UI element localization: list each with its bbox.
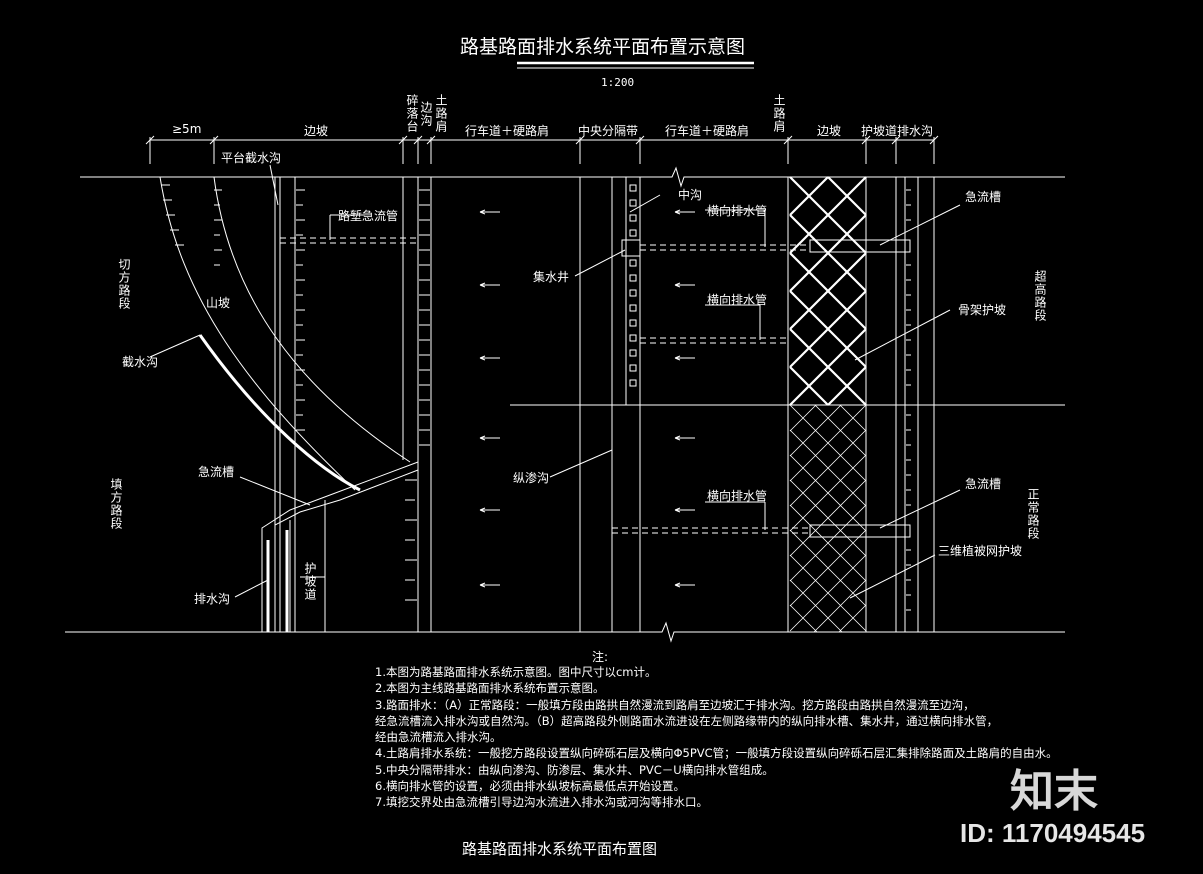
- fill-transition: [261, 177, 432, 632]
- label-fill-section: 填方路段: [109, 478, 123, 530]
- median-strip: [579, 177, 641, 632]
- label-transverse-pipe-1: 横向排水管: [707, 204, 768, 218]
- label-chute-left: 急流槽: [198, 465, 235, 479]
- note-item: 3.路面排水：（A）正常路段：一般填方段由路拱自然漫流到路肩至边坡汇于排水沟。挖…: [375, 697, 975, 712]
- flow-arrows: [479, 209, 695, 588]
- header-ge5m: ≥5m: [172, 122, 202, 136]
- label-catch-basin: 集水井: [533, 270, 570, 284]
- header-earth-shoulder-left: 土路肩: [434, 94, 448, 133]
- header-slope-right: 边坡: [817, 124, 842, 138]
- note-item: 7.填挖交界处由急流槽引导边沟水流进入排水沟或河沟等排水口。: [375, 795, 708, 810]
- label-transverse-pipe-3: 横向排水管: [707, 489, 768, 503]
- header-earth-shoulder-right: 土路肩: [772, 94, 786, 133]
- label-longitudinal-drain: 纵渗沟: [513, 471, 550, 485]
- note-item: 经急流槽流入排水沟或自然沟。（B）超高路段外侧路面水流进设在左侧路缘带内的纵向排…: [375, 713, 999, 728]
- label-intercepting-ditch: 截水沟: [122, 355, 159, 369]
- label-superelevation: 超高路段: [1033, 270, 1047, 322]
- note-item: 4.土路肩排水系统：一般挖方路段设置纵向碎砾石层及横向Φ5PVC管；一般填方段设…: [375, 746, 1058, 761]
- drawing-title: 路基路面排水系统平面布置示意图: [460, 36, 746, 58]
- label-skeleton-slope: 骨架护坡: [958, 303, 1007, 317]
- watermark-logo: 知末: [1010, 766, 1098, 817]
- label-drain-ditch-left: 排水沟: [194, 592, 231, 606]
- label-chute-right-2: 急流槽: [965, 477, 1002, 491]
- header-median: 中央分隔带: [578, 124, 639, 138]
- header-slope-left: 边坡: [304, 124, 329, 138]
- header-berm: 护坡道: [861, 124, 898, 138]
- label-platform-intercept: 平台截水沟: [221, 151, 282, 165]
- scale-label: 1:200: [601, 76, 635, 89]
- cut-slope: [159, 176, 411, 632]
- header-debris-platform: 碎落台: [405, 94, 419, 133]
- vegetation-net: [789, 404, 867, 633]
- label-normal-section: 正常路段: [1026, 488, 1040, 540]
- header-side-ditch: 边沟: [419, 101, 433, 127]
- label-transverse-pipe-2: 横向排水管: [707, 293, 768, 307]
- header-carriageway-right: 行车道＋硬路肩: [665, 124, 750, 138]
- label-3d-vegetation: 三维植被网护坡: [938, 544, 1023, 558]
- note-item: 经由急流槽流入排水沟。: [375, 730, 502, 745]
- notes-list: 1.本图为路基路面排水系统示意图。图中尺寸以cm计。 2.本图为主线路基路面排水…: [375, 664, 1058, 811]
- watermark-id: ID: 1170494545: [960, 818, 1146, 848]
- label-chute-right-1: 急流槽: [965, 190, 1002, 204]
- skeleton-slope-lattice: [789, 176, 867, 406]
- bottom-title: 路基路面排水系统平面布置图: [462, 840, 658, 858]
- label-cut-section: 切方路段: [117, 258, 131, 310]
- note-item: 1.本图为路基路面排水系统示意图。图中尺寸以cm计。: [375, 665, 657, 679]
- label-berm-left: 护坡道: [303, 562, 317, 601]
- label-median-ditch: 中沟: [678, 188, 703, 202]
- dimension-line: [145, 135, 939, 164]
- label-cut-chute-pipe: 路堑急流管: [338, 209, 399, 223]
- leader-lines: [149, 164, 961, 599]
- header-carriageway-left: 行车道＋硬路肩: [465, 124, 550, 138]
- transverse-pipes: [280, 237, 810, 534]
- note-item: 5.中央分隔带排水：由纵向渗沟、防渗层、集水井、PVC－U横向排水管组成。: [375, 762, 774, 777]
- header-drain-ditch: 排水沟: [897, 124, 934, 138]
- boundary-lines: [65, 166, 1065, 643]
- notes-heading: 注:: [592, 650, 609, 664]
- note-item: 2.本图为主线路基路面排水系统布置示意图。: [375, 681, 605, 696]
- note-item: 6.横向排水管的设置，必须由排水纵坡标高最低点开始设置。: [375, 779, 685, 794]
- label-hillside: 山坡: [206, 296, 231, 310]
